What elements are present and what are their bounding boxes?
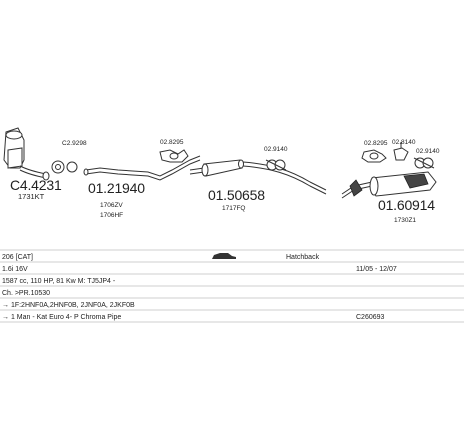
front-pipe-code: 01.21940: [88, 180, 145, 196]
table-description: → 1 Man - Kat Euro 4- P Chroma Pipe: [2, 314, 121, 321]
middle-silencer-code: 01.50658: [208, 187, 265, 203]
gasket-mid-code: 02.8295: [160, 139, 184, 146]
catalyst-ref: 1731KT: [18, 192, 45, 201]
rear-silencer-part[interactable]: [341, 171, 437, 199]
rear-gasket2-part[interactable]: [393, 142, 409, 161]
gasket-mid-part[interactable]: [159, 149, 189, 163]
front-pipe-ref2: 1706HF: [100, 212, 123, 219]
rear-gasket1-part[interactable]: [361, 149, 387, 163]
gasket-left-code: C2.9298: [62, 140, 87, 147]
car-silhouette-icon: [212, 253, 236, 259]
table-body: Hatchback: [286, 254, 320, 261]
clamp-mid-part[interactable]: [265, 159, 287, 171]
table-model: 206 [CAT]: [2, 254, 33, 261]
rear-gasket2-code: 02.8140: [392, 139, 416, 146]
rear-gasket3-part[interactable]: [413, 157, 435, 169]
gasket-left-part[interactable]: [51, 160, 78, 174]
catalyst-part[interactable]: [3, 127, 50, 181]
front-pipe-part[interactable]: [83, 155, 201, 181]
catalyst-code: C4.4231: [10, 177, 62, 193]
clamp-mid-code: 02.9140: [264, 146, 288, 153]
rear-silencer-code: 01.60914: [378, 197, 435, 213]
middle-silencer-ref: 1717FQ: [222, 205, 246, 212]
table-codes: → 1F:2HNF0A,2HNF0B, 2JNF0A, 2JKF0B: [2, 302, 135, 309]
rear-gasket1-code: 02.8295: [364, 140, 388, 147]
rear-silencer-ref: 1730Z1: [394, 217, 416, 224]
table-engine: 1.6i 16V: [2, 266, 28, 273]
table-chassis: Ch. >PR.10530: [2, 290, 50, 297]
front-pipe-ref1: 1706ZV: [100, 202, 123, 209]
rear-gasket3-code: 02.9140: [416, 148, 440, 155]
table-set-code: C260693: [356, 314, 385, 321]
info-table: [0, 249, 464, 323]
table-spec: 1587 cc, 110 HP, 81 Kw M: TJ5JP4 -: [2, 278, 116, 285]
table-years: 11/05 - 12/07: [356, 266, 397, 273]
